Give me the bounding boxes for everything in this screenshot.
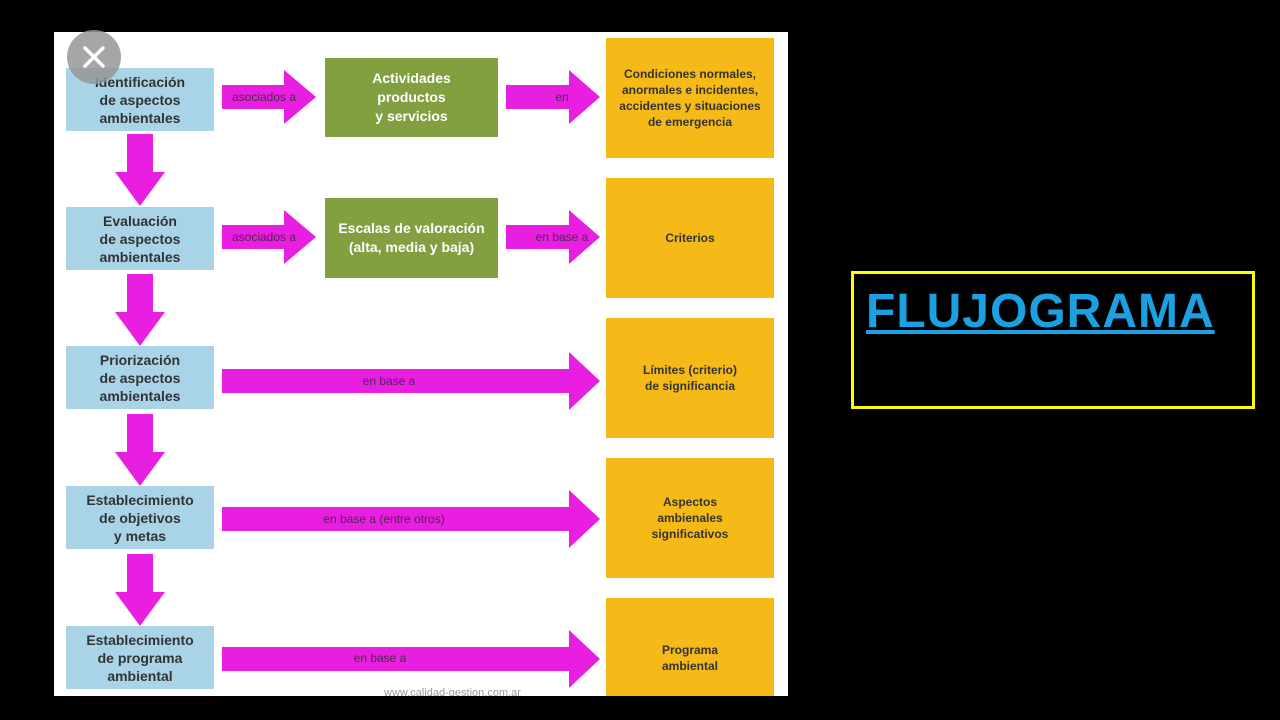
down-arrow-3 [115, 414, 165, 486]
down-arrow-2 [115, 274, 165, 346]
watermark-text: www.calidad-gestion.com.ar [384, 687, 521, 696]
right-arrow-row5 [222, 630, 600, 688]
right-arrow-row4 [222, 490, 600, 548]
connector-label: en base a [353, 651, 407, 665]
right-arrow-row2-a [222, 210, 316, 264]
middle-actividades: Actividades productos y servicios [325, 58, 498, 137]
outcome-aspectos-significativos: Aspectos ambienales significativos [606, 458, 774, 578]
connector-label: en base a [362, 374, 416, 388]
arrows-layer [115, 70, 600, 688]
connector-label: asociados a [231, 90, 297, 104]
outcome-condiciones: Condiciones normales, anormales e incide… [606, 38, 774, 158]
close-icon [83, 46, 105, 68]
connector-label: asociados a [231, 230, 297, 244]
step-priorizacion: Priorización de aspectos ambientales [66, 346, 214, 409]
step-objetivos: Establecimiento de objetivos y metas [66, 486, 214, 549]
close-button[interactable] [67, 30, 121, 84]
title-link[interactable]: FLUJOGRAMA [866, 285, 1215, 338]
right-arrow-row3 [222, 352, 600, 410]
outcome-programa-ambiental: Programa ambiental [606, 598, 774, 696]
right-arrow-row1-b [506, 70, 600, 124]
title-box: FLUJOGRAMA [851, 271, 1255, 409]
connector-label: en base a [535, 230, 589, 244]
outcome-criterios: Criterios [606, 178, 774, 298]
middle-escalas: Escalas de valoración (alta, media y baj… [325, 198, 498, 278]
flowchart-diagram: Identificación de aspectos ambientales E… [54, 32, 788, 696]
outcome-limites: Límites (criterio) de significancia [606, 318, 774, 438]
connector-label: en [555, 90, 569, 104]
down-arrow-1 [115, 134, 165, 206]
down-arrow-4 [115, 554, 165, 626]
right-arrow-row2-b [506, 210, 600, 264]
right-arrow-row1-a [222, 70, 316, 124]
connector-label: en base a (entre otros) [323, 512, 445, 526]
step-evaluacion: Evaluación de aspectos ambientales [66, 207, 214, 270]
step-programa: Establecimiento de programa ambiental [66, 626, 214, 689]
